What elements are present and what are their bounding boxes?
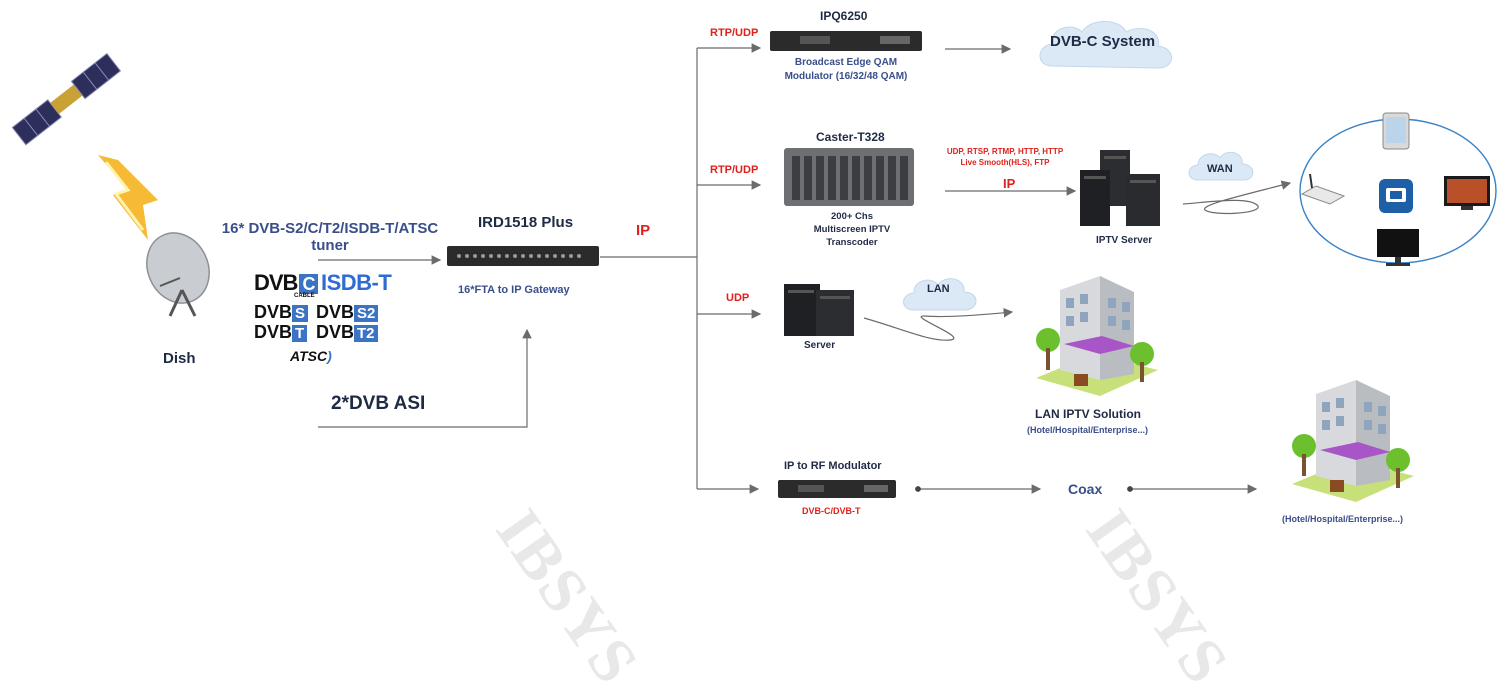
wan-label: WAN	[1207, 163, 1233, 175]
transcoder-title: Caster-T328	[816, 130, 885, 144]
lan-server-label: Server	[804, 340, 836, 351]
lan-protocol: UDP	[726, 292, 750, 304]
tablet-icon	[1382, 112, 1410, 150]
asi-arrow	[318, 328, 532, 428]
iptv-server-label: IPTV Server	[1096, 235, 1153, 246]
coax-label: Coax	[1068, 481, 1103, 497]
lan-cloud-icon	[903, 278, 977, 311]
transcoder-out-protocols: UDP, RTSP, RTMP, HTTP, HTTP Live Smooth(…	[930, 146, 1080, 168]
rf-dest-sub: (Hotel/Hospital/Enterprise...)	[1282, 514, 1404, 524]
transcoder-out-ip: IP	[1003, 176, 1016, 191]
tuner-title: 16* DVB-S2/C/T2/ISDB-T/ATSC tuner	[214, 220, 446, 254]
transcoder-desc-line2: Multiscreen IPTV	[813, 224, 891, 235]
dvbc-system-label: DVB-C System	[1050, 33, 1156, 50]
lan-label: LAN	[927, 283, 950, 295]
connector-lines	[318, 43, 1497, 494]
isdbt-logo: ISDB-T	[321, 270, 392, 295]
wan-cloud-icon	[1188, 151, 1254, 181]
hotel-building-icon	[1036, 276, 1158, 396]
asi-label: 2*DVB ASI	[331, 393, 426, 414]
iptv-server-icon	[1080, 150, 1160, 226]
tuner-line2: tuner	[311, 237, 349, 254]
hotel-building-icon-2	[1292, 380, 1414, 502]
signal-icon	[98, 155, 158, 240]
qam-device-icon	[770, 31, 922, 51]
transcoder-device-icon	[784, 148, 914, 206]
qam-desc-line2: Modulator (16/32/48 QAM)	[784, 71, 908, 82]
tuner-line1: 16* DVB-S2/C/T2/ISDB-T/ATSC	[221, 220, 439, 237]
rf-sub: DVB-C/DVB-T	[802, 506, 861, 516]
rf-title: IP to RF Modulator	[784, 460, 882, 472]
atsc-logo: ATSC)	[290, 348, 332, 364]
out-protocols-line1: UDP, RTSP, RTMP, HTTP, HTTP	[946, 147, 1064, 156]
monitor-icon	[1377, 229, 1419, 266]
gateway-ip-label: IP	[636, 222, 651, 239]
dish-label: Dish	[163, 350, 196, 367]
iptv-app-icon	[1379, 179, 1413, 213]
transcoder-desc: 200+ Chs Multiscreen IPTV Transcoder	[796, 210, 908, 249]
qam-title: IPQ6250	[820, 9, 868, 23]
dvbc-cloud-icon	[1039, 21, 1172, 69]
rf-device-icon	[778, 480, 896, 498]
router-icon	[1300, 174, 1346, 205]
tv-icon	[1444, 176, 1490, 210]
lan-solution-sub: (Hotel/Hospital/Enterprise...)	[1027, 425, 1149, 435]
lan-solution-title: LAN IPTV Solution	[1035, 407, 1141, 421]
gateway-device-icon	[447, 246, 599, 266]
out-protocols-line2: Live Smooth(HLS), FTP	[960, 158, 1050, 167]
qam-protocol: RTP/UDP	[710, 27, 759, 39]
lan-server-icon	[784, 284, 854, 336]
transcoder-desc-line1: 200+ Chs	[831, 211, 873, 222]
dish-icon	[146, 232, 210, 317]
qam-desc-line1: Broadcast Edge QAM	[794, 57, 898, 68]
gateway-subtitle: 16*FTA to IP Gateway	[458, 284, 570, 296]
satellite-icon	[11, 52, 122, 146]
transcoder-desc-line3: Transcoder	[826, 237, 878, 248]
gateway-title: IRD1518 Plus	[478, 214, 574, 231]
transcoder-protocol: RTP/UDP	[710, 164, 759, 176]
qam-desc: Broadcast Edge QAM Modulator (16/32/48 Q…	[770, 56, 922, 84]
